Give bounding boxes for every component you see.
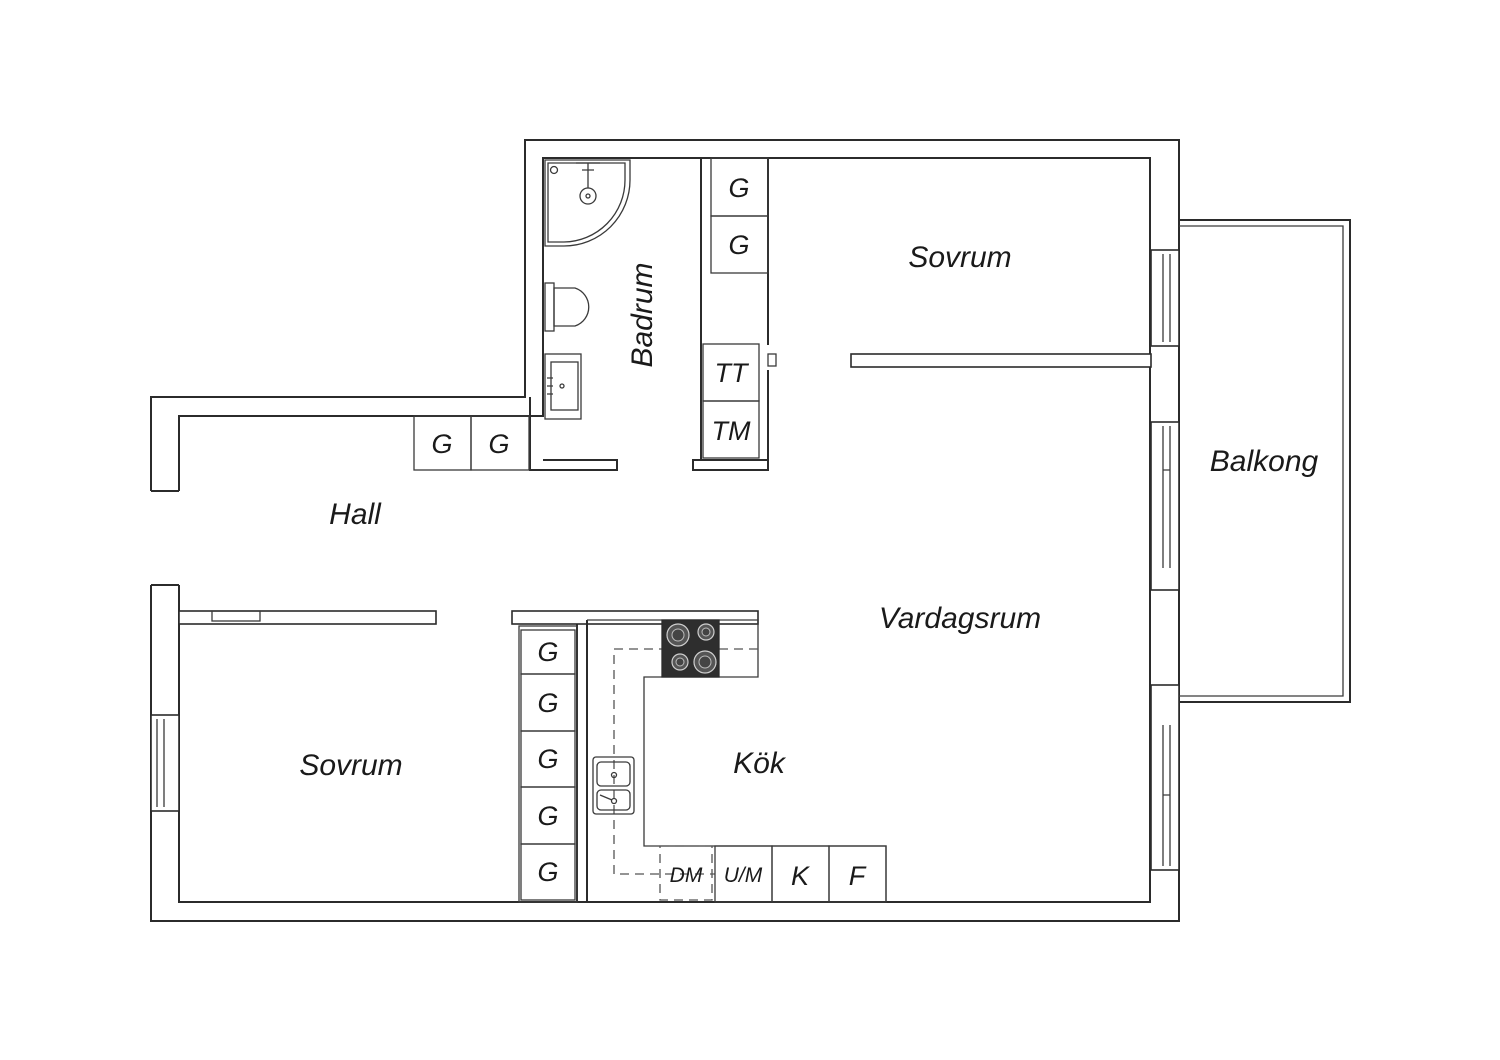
washer-label: TM bbox=[712, 416, 751, 446]
room-labels: Sovrum Badrum Hall Vardagsrum Kök Sovrum… bbox=[299, 241, 1318, 782]
wardrobe-hall-1: G bbox=[413, 415, 472, 471]
balcony bbox=[1179, 219, 1351, 703]
sink-icon bbox=[544, 353, 582, 420]
room-label-balcony: Balkong bbox=[1210, 445, 1319, 478]
bathroom-fixtures bbox=[544, 159, 631, 420]
wardrobe-label: G bbox=[537, 744, 558, 774]
room-label-bathroom: Badrum bbox=[626, 262, 659, 367]
freezer-label: F bbox=[849, 861, 867, 891]
stove-icon bbox=[661, 619, 720, 678]
oven-microwave: U/M bbox=[714, 845, 773, 903]
fridge: K bbox=[771, 845, 830, 903]
wardrobe-hall-2: G bbox=[470, 415, 530, 471]
wardrobe-label: G bbox=[728, 230, 749, 260]
room-label-bedroom-top: Sovrum bbox=[908, 241, 1011, 274]
wardrobes: G G G G G G G G bbox=[413, 157, 769, 903]
wardrobe-bedroom-5: G bbox=[520, 843, 576, 901]
wardrobe-bedroom-3: G bbox=[520, 730, 576, 788]
wardrobe-label: G bbox=[488, 429, 509, 459]
dishwasher: DM bbox=[659, 845, 713, 901]
wardrobe-bedroom-2: G bbox=[520, 673, 576, 732]
exterior-walls bbox=[150, 139, 1180, 922]
kitchen: DM U/M K F bbox=[587, 619, 887, 903]
fridge-label: K bbox=[791, 861, 810, 891]
laundry: TT TM bbox=[702, 343, 760, 459]
room-label-living-room: Vardagsrum bbox=[879, 602, 1041, 635]
room-label-kitchen: Kök bbox=[733, 747, 787, 780]
dishwasher-label: DM bbox=[670, 864, 703, 887]
dryer-label: TT bbox=[715, 358, 750, 388]
wardrobe-label: G bbox=[537, 857, 558, 887]
window-bedroom-left bbox=[150, 714, 180, 812]
room-label-hall: Hall bbox=[329, 498, 382, 531]
window-living-lower bbox=[1150, 684, 1180, 871]
wardrobe-bedroom-4: G bbox=[520, 786, 576, 845]
window-living-upper bbox=[1150, 421, 1180, 591]
washer: TM bbox=[702, 400, 760, 459]
windows bbox=[150, 249, 1180, 871]
wardrobe-label: G bbox=[537, 637, 558, 667]
oven-microwave-label: U/M bbox=[724, 864, 763, 887]
kitchen-sink-icon bbox=[592, 756, 635, 815]
wardrobe-top-2: G bbox=[710, 215, 769, 274]
wardrobe-bedroom-1: G bbox=[520, 629, 576, 675]
wardrobe-label: G bbox=[728, 173, 749, 203]
toilet-icon bbox=[544, 282, 590, 332]
freezer: F bbox=[828, 845, 887, 903]
wardrobe-top-1: G bbox=[710, 157, 769, 217]
wardrobe-label: G bbox=[537, 688, 558, 718]
room-label-bedroom-left: Sovrum bbox=[299, 749, 402, 782]
window-bedroom-top bbox=[1150, 249, 1180, 347]
dryer: TT bbox=[702, 343, 760, 402]
wardrobe-label: G bbox=[431, 429, 452, 459]
wardrobe-label: G bbox=[537, 801, 558, 831]
shower-icon bbox=[544, 159, 631, 247]
